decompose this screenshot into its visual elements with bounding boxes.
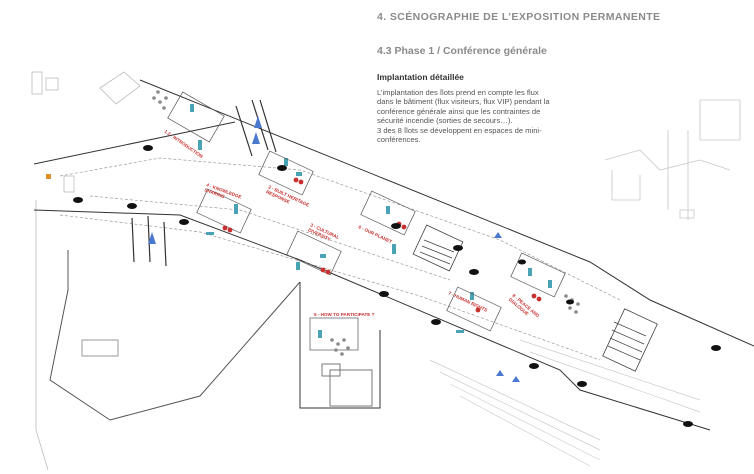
description-block: Implantation détaillée L’implantation de… (377, 72, 577, 144)
display-panels (190, 104, 552, 338)
stair-core (412, 224, 658, 372)
terraces (429, 339, 701, 467)
description-line: conférence générale ainsi que les contra… (377, 106, 541, 116)
description-heading: Implantation détaillée (377, 72, 464, 82)
marker-square (46, 174, 51, 179)
description-line: sécurité incendie (sorties de secours…). (377, 116, 513, 126)
description-line: conférences. (377, 135, 421, 145)
description-line: L’implantation des îlots prend en compte… (377, 88, 539, 97)
section-title: 4. SCÉNOGRAPHIE DE L’EXPOSITION PERMANEN… (377, 11, 661, 23)
ilot-label-7: 7 - HUMAN RIGHTS (448, 290, 489, 312)
context-right (604, 99, 741, 220)
flow-arrows (148, 116, 520, 382)
ilot-label-5: 5 - HOW TO PARTICIPATE ? (314, 312, 375, 317)
building-outline (33, 79, 754, 431)
description-body: L’implantation des îlots prend en compte… (377, 88, 577, 144)
ilot-labels: 1.2 - INTRODUCTION 2 - BUILT HERITAGERES… (163, 129, 540, 319)
floor-plan: 1.2 - INTRODUCTION 2 - BUILT HERITAGERES… (31, 71, 754, 471)
subsection-title: 4.3 Phase 1 / Conférence générale (377, 45, 547, 57)
pendant-lights (73, 145, 721, 427)
chair-clusters (152, 90, 580, 356)
description-line: 3 des 8 îlots se développent en espaces … (377, 125, 542, 135)
ilot-label-2: 2 - BUILT HERITAGERESPONSE (265, 184, 310, 212)
description-line: dans le bâtiment (flux visiteurs, flux V… (377, 97, 550, 107)
ilot-furniture (167, 91, 566, 351)
ilot-label-4: 4 - KNOWLEDGESHARING (204, 182, 242, 204)
context-left (31, 71, 141, 471)
circulation-lines (59, 157, 621, 361)
